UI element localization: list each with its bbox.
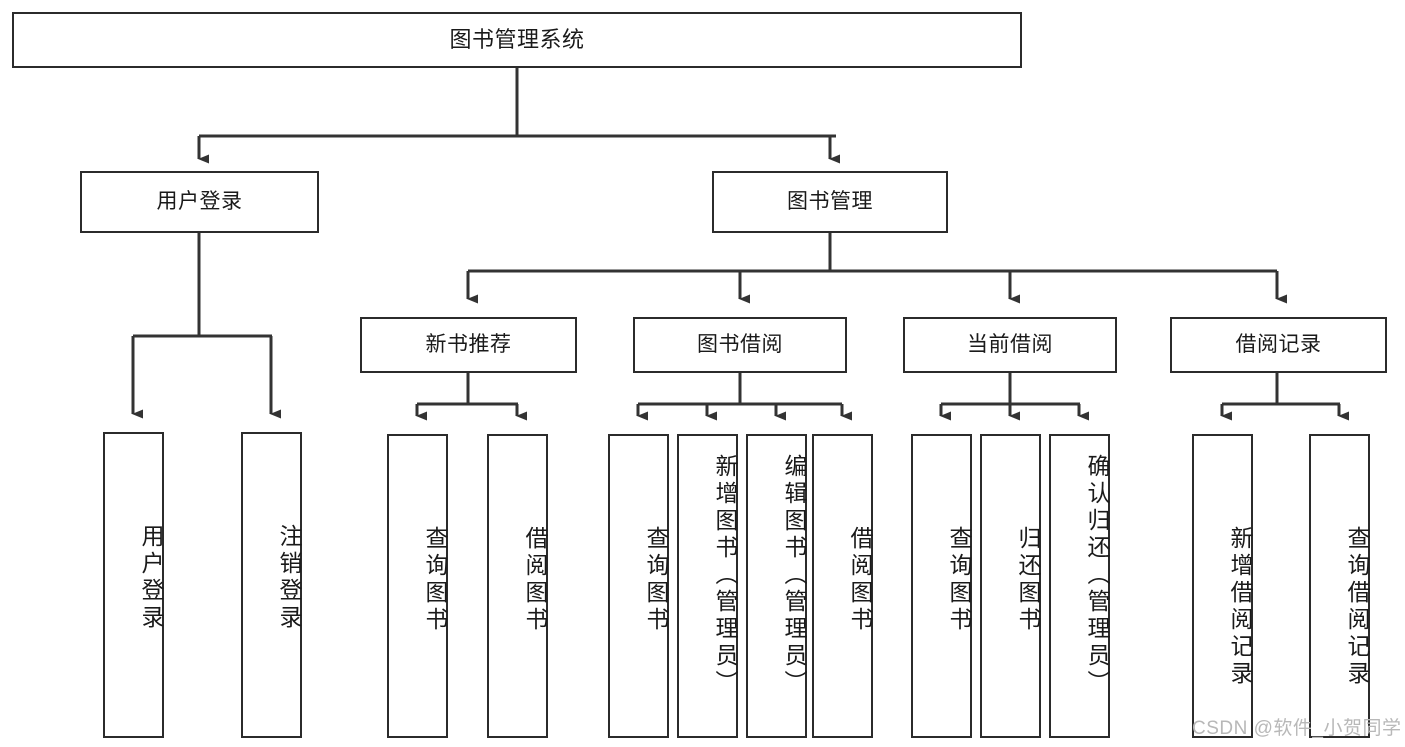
leaf-user-logout[interactable]: 注销登录 [241,432,302,738]
node-current-borrow[interactable]: 当前借阅 [903,317,1117,373]
leaf-book-borrow-borrow-book[interactable]: 借阅图书 [812,434,873,738]
node-book-borrow[interactable]: 图书借阅 [633,317,847,373]
leaf-current-borrow-return-book[interactable]: 归还图书 [980,434,1041,738]
leaf-borrow-record-add-record[interactable]: 新增借阅记录 [1192,434,1253,738]
node-label: 新增图书（管理员） [712,454,738,697]
node-user-login[interactable]: 用户登录 [80,171,319,233]
node-label: 图书管理系统 [449,26,585,52]
node-new-book-recommendation[interactable]: 新书推荐 [360,317,577,373]
node-label: 新增借阅记录 [1227,526,1253,688]
node-label: 图书借阅 [697,333,783,357]
leaf-new-book-borrow-book[interactable]: 借阅图书 [487,434,548,738]
leaf-current-borrow-query-book[interactable]: 查询图书 [911,434,972,738]
node-label: 借阅图书 [522,526,548,634]
node-label: 查询图书 [643,526,669,634]
node-label: 用户登录 [156,190,243,214]
leaf-borrow-record-query-record[interactable]: 查询借阅记录 [1309,434,1370,738]
node-borrow-record[interactable]: 借阅记录 [1170,317,1387,373]
node-label: 新书推荐 [425,333,512,357]
node-label: 编辑图书（管理员） [781,454,807,697]
leaf-book-borrow-query-book[interactable]: 查询图书 [608,434,669,738]
leaf-current-borrow-confirm-return-admin[interactable]: 确认归还（管理员） [1049,434,1110,738]
node-label: 注销登录 [276,524,302,632]
node-label: 确认归还（管理员） [1084,454,1110,697]
node-label: 借阅记录 [1235,333,1322,357]
leaf-book-borrow-add-book-admin[interactable]: 新增图书（管理员） [677,434,738,738]
node-label: 查询图书 [946,526,972,634]
node-label: 用户登录 [138,524,164,632]
node-label: 图书管理 [787,190,873,214]
leaf-user-login[interactable]: 用户登录 [103,432,164,738]
node-root-book-management-system[interactable]: 图书管理系统 [12,12,1022,68]
node-label: 当前借阅 [967,333,1053,357]
node-label: 查询借阅记录 [1344,526,1370,688]
node-book-management[interactable]: 图书管理 [712,171,948,233]
node-label: 归还图书 [1015,526,1041,634]
leaf-book-borrow-edit-book-admin[interactable]: 编辑图书（管理员） [746,434,807,738]
leaf-new-book-query-book[interactable]: 查询图书 [387,434,448,738]
node-label: 查询图书 [422,526,448,634]
node-label: 借阅图书 [847,526,873,634]
